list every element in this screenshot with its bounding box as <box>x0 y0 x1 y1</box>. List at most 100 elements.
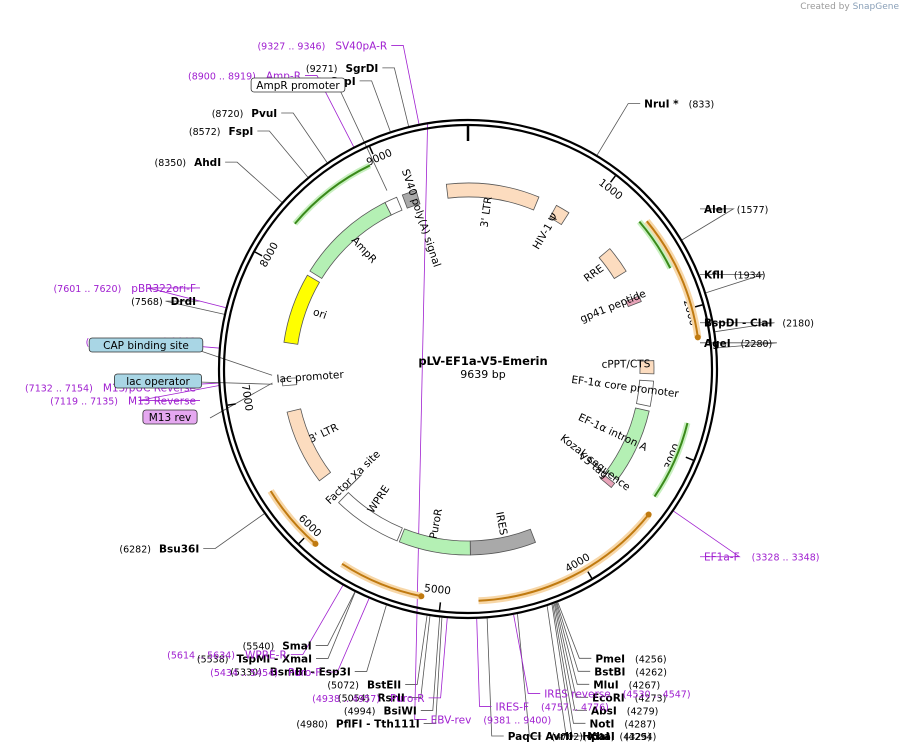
feature-wpre <box>338 491 403 542</box>
site-tspmi-leader <box>316 591 356 659</box>
primer-ires-f-label: IRES-F(4757 .. 4776) <box>496 701 609 713</box>
primer-m13-reverse-leader <box>138 385 219 401</box>
plasmid-name: pLV-EF1a-V5-Emerin <box>418 354 547 368</box>
site-ahdi-label: (8350)AhdI <box>154 157 221 169</box>
primer-ef1a-f-label: EF1a-F(3328 .. 3348) <box>704 552 819 564</box>
snapgene-logo: SnapGene <box>852 2 899 12</box>
site-smai-leader <box>315 591 356 646</box>
primer-amp-r-leader <box>305 75 354 147</box>
feature-ori <box>283 274 321 345</box>
fragment-arc-head-3 <box>312 540 319 547</box>
site-bsiwi-leader <box>420 617 441 711</box>
site-bsteii-label: (5072)BstEII <box>327 679 401 691</box>
site-pmei-label: PmeI(4256) <box>595 653 666 665</box>
feature-3-ltr-label: 3' LTR <box>479 196 495 228</box>
feature-ampr-promoter <box>384 196 403 216</box>
site-rsrii-label: (5054)RsrII <box>338 692 405 704</box>
site-paqci-label: PaqCI(4702) <box>508 731 583 743</box>
site-alei-leader <box>681 208 735 241</box>
site-bsu36i-leader <box>203 513 265 549</box>
box-m13-rev-label: M13 rev <box>149 412 192 424</box>
backbone-outer <box>217 118 719 620</box>
site-xbai-label: XbaI(4294) <box>588 731 656 743</box>
site-rsrii-leader <box>408 616 431 698</box>
site-fspi-label: (8572)FspI <box>189 126 253 138</box>
site-pflfi-leader <box>423 617 443 724</box>
box-ampr-promoter-leader <box>337 85 388 191</box>
box-m13-rev <box>142 409 198 425</box>
feature-kozak-sequence <box>586 459 606 474</box>
site-bstbi-label: BstBI(4262) <box>594 666 667 678</box>
site-nrui-label: NruI *(833) <box>644 99 714 111</box>
site-fspi-leader <box>257 130 309 178</box>
plasmid-length: 9639 bp <box>460 368 505 381</box>
feature-puror <box>398 528 471 556</box>
feature-ori-label: ori <box>311 306 328 322</box>
feature-3-ltr-label: 3' LTR <box>307 421 340 445</box>
site-drdi-leader <box>165 300 225 315</box>
site-tspmi-label: (5538)TspMI - XmaI <box>197 653 312 665</box>
primer-pbr322ori-f-leader <box>148 287 226 308</box>
primer-ires-reverse-leader <box>513 614 541 694</box>
box-ampr-promoter-label: AmpR promoter <box>256 80 340 92</box>
feature-cppt-cts <box>639 360 655 375</box>
primer-sv40pa-r-label: (9327 .. 9346)SV40pA-R <box>257 40 387 52</box>
feature-rre-label: RRE <box>582 263 606 285</box>
fragment-arc-head-1 <box>645 511 652 518</box>
site-pvui-label: (8720)PvuI <box>212 108 278 120</box>
feature-gp41-peptide <box>625 295 642 308</box>
feature-3-ltr <box>286 408 332 482</box>
site-sgrdi-label: (9271)SgrDI <box>306 63 378 75</box>
primer-ires-f-leader <box>476 618 492 707</box>
leader-lines <box>138 45 777 737</box>
primer-wpre-r-label: (5614 .. 5634)WPRE-R <box>167 650 287 662</box>
primer-puro-f-label: (5434 .. 5454)Puro-F <box>210 667 321 679</box>
feature-v5-tag <box>599 474 616 489</box>
primer-wpre-r-leader <box>290 585 344 656</box>
site-sspi-leader <box>359 80 391 132</box>
feature-ef-1a-core-promoter <box>636 379 655 407</box>
box-lac-operator-leader <box>197 381 273 385</box>
tick-1000 <box>609 175 617 183</box>
site-bsiwi-label: (4994)BsiWI <box>344 705 417 717</box>
fragment-arc-line-0 <box>646 220 699 338</box>
snapgene-credit: Created by SnapGene <box>800 2 899 12</box>
site-ecori-leader <box>554 603 589 698</box>
site-drdi-label: (7568)DrdI <box>131 296 196 308</box>
feature-sv40-poly-a-signal <box>401 189 421 209</box>
primer-arc-line-0 <box>638 220 672 269</box>
site-sgrdi-leader <box>382 67 409 127</box>
feature-cppt-cts-label: cPPT/CTS <box>602 358 651 370</box>
site-agei-leader <box>700 342 777 349</box>
backbone-circle <box>217 118 719 620</box>
site-bsmbi-label: (5330)BsmBI - Esp3I <box>230 666 351 678</box>
site-bspdi-leader <box>700 322 775 333</box>
site-noti-leader <box>552 604 586 724</box>
tick-5000 <box>438 602 442 611</box>
feature-lac-promoter <box>281 377 298 387</box>
feature-ef-1a-intron-a <box>605 407 650 481</box>
feature-wpre-label: WPRE <box>365 483 392 515</box>
site-kfli-label: KflI(1934) <box>704 269 765 281</box>
fragment-arc-head-0 <box>694 334 701 341</box>
primer-puro-f-leader <box>325 598 370 673</box>
site-hpai-label: HpaI(4325) <box>582 731 651 743</box>
box-cap-binding-site-label: CAP binding site <box>103 340 189 352</box>
primer-arc-line-2 <box>294 164 371 225</box>
primer-ebv-rev-leader <box>414 122 429 720</box>
primer-ef1a-f-leader <box>673 510 741 558</box>
primer-sv40pa-r-leader <box>391 45 420 124</box>
box-m13-rev-leader <box>209 382 273 419</box>
feature-arcs <box>267 162 702 605</box>
tick-2000 <box>694 304 703 308</box>
primer-arc-2 <box>292 162 372 226</box>
fragment-arc-line-2 <box>341 562 422 598</box>
tick-8000 <box>254 251 263 257</box>
site-alei-label: AleI(1577) <box>704 204 768 216</box>
primer-puro-r-leader <box>428 618 448 699</box>
site-pmei-leader <box>557 602 592 659</box>
site-absi-leader <box>553 603 587 711</box>
site-bsu36i-label: (6282)Bsu36I <box>119 543 199 555</box>
feature-ef-1a-core-promoter-label: EF-1α core promoter <box>571 374 681 400</box>
plasmid-center: pLV-EF1a-V5-Emerin 9639 bp <box>418 354 547 381</box>
